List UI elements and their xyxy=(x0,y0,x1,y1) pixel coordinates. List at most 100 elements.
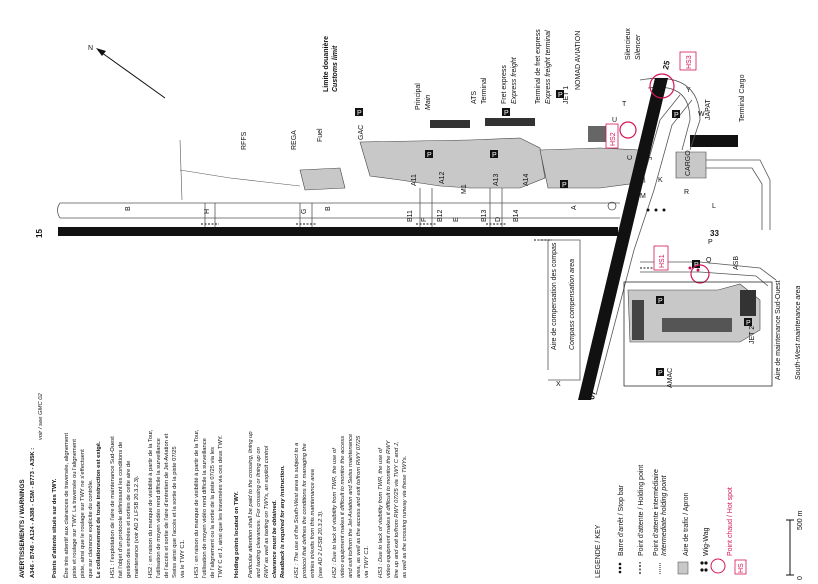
warnings-heading: AVERTISSEMENTS / WARNINGS xyxy=(19,479,26,578)
svg-text:P: P xyxy=(427,152,432,159)
svg-text:protocol that defines the cond: protocol that defines the conditions for… xyxy=(302,443,308,579)
label-jet2: JET 2 xyxy=(749,326,756,344)
svg-text:Readback is required for any i: Readback is required for any instruction… xyxy=(280,465,286,578)
apron-areas xyxy=(299,137,761,343)
twy-b-main: B xyxy=(325,206,332,211)
label-jet1: JET 1 xyxy=(563,86,570,104)
scale-label: 500 m xyxy=(797,510,804,530)
twy-j: J xyxy=(647,157,654,161)
svg-text:P: P xyxy=(357,110,362,117)
label-asb: ASB xyxy=(733,256,740,270)
twy-q: Q xyxy=(706,257,712,264)
north-label: N xyxy=(88,45,93,52)
legend-intermediate-hp: Point d'attente intermédiaire Intermedia… xyxy=(653,469,668,574)
label-customs-fr: Limite douanière xyxy=(323,36,330,92)
svg-text:HS2 : Due to lack of visibilit: HS2 : Due to lack of visibility from TWR… xyxy=(332,447,338,578)
twy-m1: M1 xyxy=(461,184,468,194)
cargo-apron xyxy=(675,151,707,179)
twy-y: Y xyxy=(686,87,691,94)
twy-g: G xyxy=(301,209,308,214)
runway-15-33: 15 33 xyxy=(35,227,719,238)
svg-text:l'utilisation de moyen vidéo r: l'utilisation de moyen vidéo rend diffic… xyxy=(156,438,162,578)
stand-markers: P P P P P P P P P P P xyxy=(355,90,752,377)
twy-f: F xyxy=(421,218,428,222)
svg-text:Aire de trafic / Apron: Aire de trafic / Apron xyxy=(683,492,690,556)
legend-apron: Aire de trafic / Apron xyxy=(677,492,690,575)
label-fret: Fret express xyxy=(501,65,508,104)
label-terminal-cargo: Terminal Cargo xyxy=(739,74,746,122)
hotspot-hs1-circle xyxy=(690,264,710,284)
svg-text:HS2 : en raison du manque de v: HS2 : en raison du manque de visibilité … xyxy=(148,429,154,578)
svg-text:piste, ainsi que le roulage su: piste, ainsi que le roulage sur TWY ne s… xyxy=(80,449,86,578)
label-rffs: RFFS xyxy=(241,131,248,150)
legend-wigwag-icon: Wig-Wag xyxy=(700,527,710,572)
label-maint-fr: Aire de maintenance Sud-Ouest xyxy=(775,280,782,380)
warnings-block: AVERTISSEMENTS / WARNINGS A346 - B748 - … xyxy=(19,393,408,579)
legend: LEGENDE / KEY Barre d'arrêt / Stop bar P… xyxy=(595,465,747,578)
svg-text:Le collationnement de toute in: Le collationnement de toute instruction … xyxy=(96,441,102,578)
twy-a12: A12 xyxy=(439,171,446,184)
aircraft-list: A346 - B748 - A124 - A388 - C5M - B773 -… xyxy=(30,448,36,578)
svg-text:que sur clairance explicite du: que sur clairance explicite du contrôle. xyxy=(88,479,94,578)
label-ats: ATS xyxy=(471,91,478,104)
label-compass-en: Compass compensation area xyxy=(569,259,576,350)
north-arrow-icon: N xyxy=(88,45,166,99)
runway-07-25: 07 25 xyxy=(578,59,672,400)
label-customs-en: Customs limit xyxy=(332,45,339,92)
svg-text:line up and exit to/from RWY 0: line up and exit to/from RWY 07/25 via T… xyxy=(394,442,400,578)
maintenance-boundary xyxy=(623,281,773,387)
svg-text:P: P xyxy=(674,112,679,119)
label-term-fret: Terminal de fret express xyxy=(535,29,542,104)
svg-text:and exit to/from the Jet-Aviat: and exit to/from the Jet-Aviation and Sw… xyxy=(348,433,354,578)
svg-text:HS3 : en raison du manque de v: HS3 : en raison du manque de visibilité … xyxy=(194,429,200,578)
svg-text:and taxiing clearances. For cr: and taxiing clearances. For crossing or … xyxy=(256,447,262,578)
svg-text:P: P xyxy=(562,182,567,189)
label-fuel: Fuel xyxy=(317,128,324,142)
svg-text:l'utilisation de moyen vidéo r: l'utilisation de moyen vidéo rend diffic… xyxy=(202,438,208,578)
holding-points xyxy=(201,201,700,272)
legend-title: LEGENDE / KEY xyxy=(595,524,602,578)
svg-text:video equipment makes it diffi: video equipment makes it difficult to mo… xyxy=(386,439,392,578)
svg-text:de l'alignement ou la sortie d: de l'alignement ou la sortie de la piste… xyxy=(210,447,216,578)
svg-text:TWY C et J, ainsi que les trav: TWY C et J, ainsi que les traversées via… xyxy=(218,435,224,578)
svg-text:via le TWY C1.: via le TWY C1. xyxy=(180,539,186,578)
taxiway-network xyxy=(57,78,777,396)
building-labels: RFFS REGA Fuel GAC Limite douanière Cust… xyxy=(241,28,802,388)
twy-c: C xyxy=(627,155,634,160)
label-compass-fr: Aire de compensation des compas xyxy=(551,242,558,350)
svg-text:Point d'attente / Holding poin: Point d'attente / Holding point xyxy=(638,465,645,556)
twy-a13: A13 xyxy=(493,173,500,186)
main-apron xyxy=(359,137,546,189)
label-silencer: Silencer xyxy=(635,34,642,60)
svg-text:Wig-Wag: Wig-Wag xyxy=(703,527,710,556)
label-nomad: NOMAD AVIATION xyxy=(575,31,582,90)
twy-b12: B12 xyxy=(437,209,444,222)
hotspot-hs2-circle xyxy=(619,121,637,139)
hotspot-hs3-circle xyxy=(649,73,675,99)
svg-text:P: P xyxy=(746,320,751,327)
svg-text:entries in/exits from this mai: entries in/exits from this maintenance a… xyxy=(310,468,316,578)
svg-text:fait l'objet d'un protocole dé: fait l'objet d'un protocole définissant … xyxy=(118,442,124,578)
svg-text:RWY as well as taxiing on TWYs: RWY as well as taxiing on TWYs, an expli… xyxy=(264,445,270,578)
svg-text:P: P xyxy=(492,152,497,159)
svg-text:via TWY C1.: via TWY C1. xyxy=(364,546,370,578)
label-gac: GAC xyxy=(358,125,365,140)
twy-a: A xyxy=(571,205,578,210)
svg-text:Point chaud / Hot spot: Point chaud / Hot spot xyxy=(727,487,734,556)
cargo-terminal-building xyxy=(690,135,738,147)
twy-u: U xyxy=(612,117,617,124)
label-cargo: CARGO xyxy=(685,150,692,176)
svg-text:Intermediate holding point: Intermediate holding point xyxy=(661,474,668,556)
svg-text:P: P xyxy=(658,370,663,377)
twy-k: K xyxy=(658,177,663,184)
svg-text:maintenance (voir AD 2 LFSB 20: maintenance (voir AD 2 LFSB 20.3.2.3). xyxy=(134,475,140,578)
aircraft-ref: voir / see GMC 02 xyxy=(38,393,44,440)
twy-m: M xyxy=(640,193,646,200)
svg-text:as well as the crossing runway: as well as the crossing runway via these… xyxy=(402,456,408,578)
svg-text:Être très attentif aux clairan: Être très attentif aux clairances de tra… xyxy=(62,433,70,578)
svg-text:gestion des entrées et sorties: gestion des entrées et sorties de cette … xyxy=(126,461,132,578)
taxiway-labels: B B H G F E D C A B11 B12 B13 B14 A11 A1… xyxy=(125,87,716,388)
label-main: Main xyxy=(425,95,432,110)
twy-b11: B11 xyxy=(407,210,414,222)
